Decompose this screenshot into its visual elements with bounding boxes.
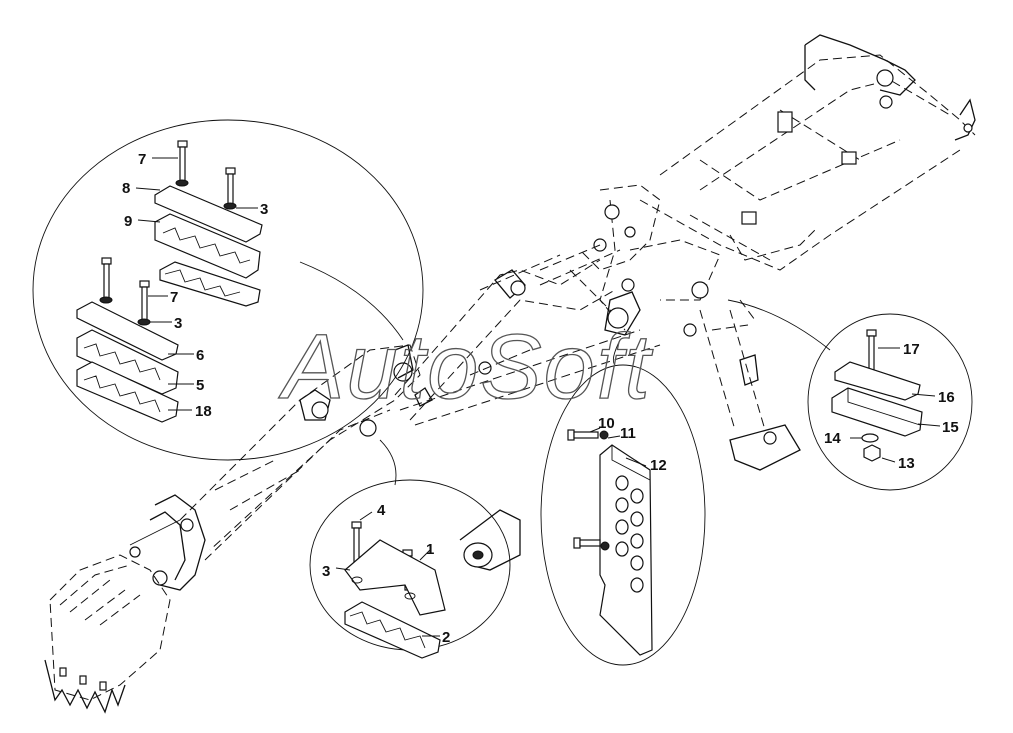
nut-13-icon — [863, 444, 881, 462]
bucket-linkage — [129, 494, 206, 591]
callout-3-detail-b: 3 — [322, 563, 330, 580]
callout-16: 16 — [938, 389, 955, 406]
excavator-bucket — [44, 554, 171, 714]
detail-a-dipper-wear-pads — [76, 140, 263, 423]
callout-7-lower: 7 — [170, 289, 178, 306]
callout-6: 6 — [196, 347, 204, 364]
wear-pad-18 — [76, 361, 179, 423]
detail-b-boom-wear-pad — [344, 509, 521, 659]
callout-labels: 7 8 3 9 7 3 6 5 18 4 3 1 2 10 11 12 17 — [122, 151, 959, 646]
callout-3-lower: 3 — [174, 315, 182, 332]
callout-9: 9 — [124, 213, 132, 230]
bolt-lower-icon — [573, 537, 601, 549]
bolt-7-upper-right-icon — [225, 167, 236, 205]
bolt-10-icon — [567, 429, 599, 441]
callout-3-upper: 3 — [260, 201, 268, 218]
callout-14: 14 — [824, 430, 841, 447]
watermark: AutoSoft — [278, 316, 653, 418]
dipper-stick — [179, 344, 433, 561]
wear-plate-1 — [344, 539, 446, 616]
plate-8 — [154, 185, 263, 243]
stabilizer-leg — [699, 299, 801, 471]
callout-5: 5 — [196, 377, 204, 394]
cylinder-eye-detail — [459, 509, 521, 571]
wear-pad-16 — [834, 361, 921, 401]
detail-c-shield — [567, 429, 653, 656]
bolt-7-upper-left-icon — [177, 140, 188, 182]
callout-17: 17 — [903, 341, 920, 358]
bolt-7-lower-right-icon — [139, 280, 150, 322]
callout-8: 8 — [122, 180, 130, 197]
callout-18: 18 — [195, 403, 212, 420]
callout-13: 13 — [898, 455, 915, 472]
loader-frame — [639, 34, 976, 271]
callout-12: 12 — [650, 457, 667, 474]
bolt-lower-left-icon — [101, 257, 112, 299]
boom — [394, 249, 661, 426]
callout-11: 11 — [620, 425, 636, 442]
callout-2: 2 — [442, 629, 450, 646]
swing-tower — [539, 184, 721, 337]
callout-7-upper: 7 — [138, 151, 146, 168]
callout-4: 4 — [377, 502, 386, 519]
callout-10: 10 — [598, 415, 615, 432]
callout-1: 1 — [426, 541, 434, 558]
callout-15: 15 — [942, 419, 959, 436]
detail-d-stabilizer-pads — [831, 329, 923, 462]
